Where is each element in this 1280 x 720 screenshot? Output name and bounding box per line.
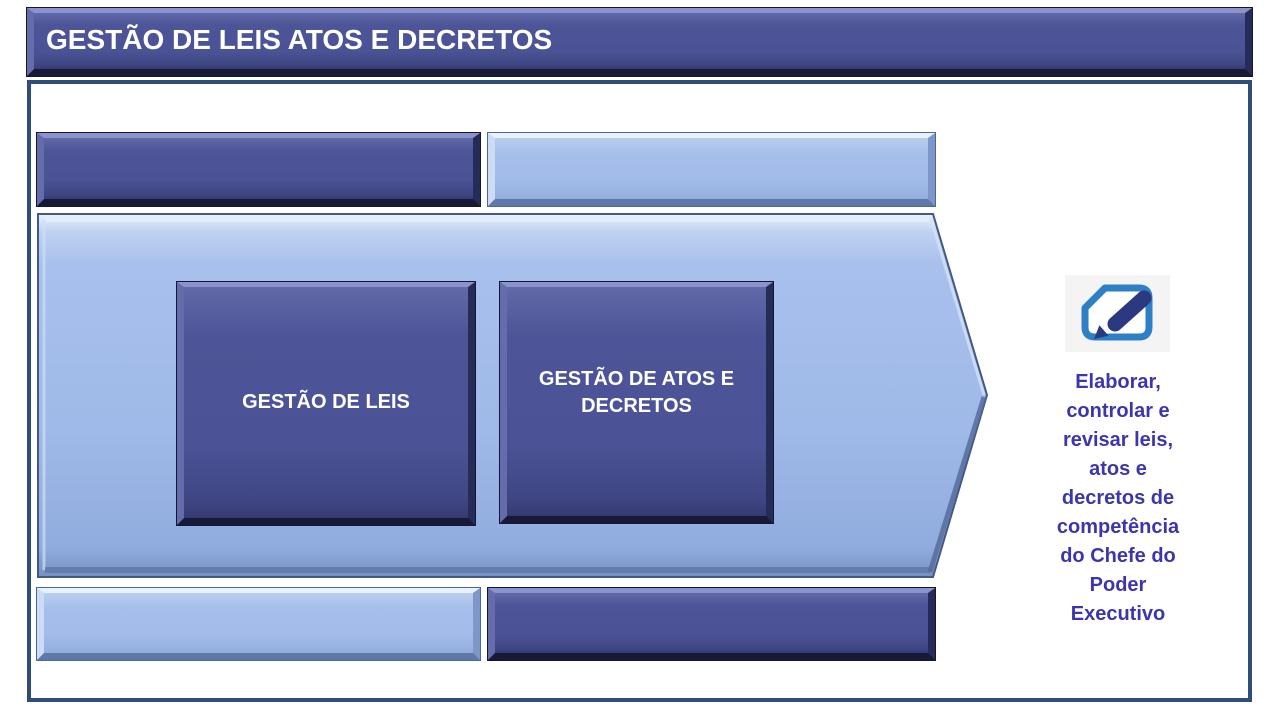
description-line: controlar e [1066,400,1170,422]
top-bar-left-dark [37,133,480,206]
description-line: do Chefe do [1060,545,1176,567]
process-description: Elaborar, controlar e revisar leis, atos… [1040,368,1196,629]
process-box-label: GESTÃO DE ATOS E DECRETOS [538,367,735,417]
process-box-label: GESTÃO DE LEIS [242,391,410,413]
bottom-bar-left-light [37,588,480,660]
process-box-gestao-de-atos-e-decretos[interactable]: GESTÃO DE ATOS E DECRETOS [500,282,773,523]
top-bar-right-light [488,133,935,206]
description-line: atos e [1089,458,1147,480]
process-box-gestao-de-leis[interactable]: GESTÃO DE LEIS [177,282,475,525]
edit-document-icon [1065,275,1170,352]
page-title-bar: GESTÃO DE LEIS ATOS E DECRETOS [27,8,1252,76]
pencil-tip [1094,325,1109,339]
description-line: revisar leis, [1062,429,1174,451]
description-line: decretos de [1061,487,1175,509]
description-line: Poder [1089,574,1147,596]
page-title: GESTÃO DE LEIS ATOS E DECRETOS [46,24,553,55]
bottom-bar-right-dark [488,588,935,660]
edit-document-icon-graphic [1065,275,1170,352]
description-line: competência [1056,516,1180,538]
description-line: Executivo [1070,603,1166,625]
pencil-body [1107,290,1152,332]
description-line: Elaborar, [1075,371,1161,393]
